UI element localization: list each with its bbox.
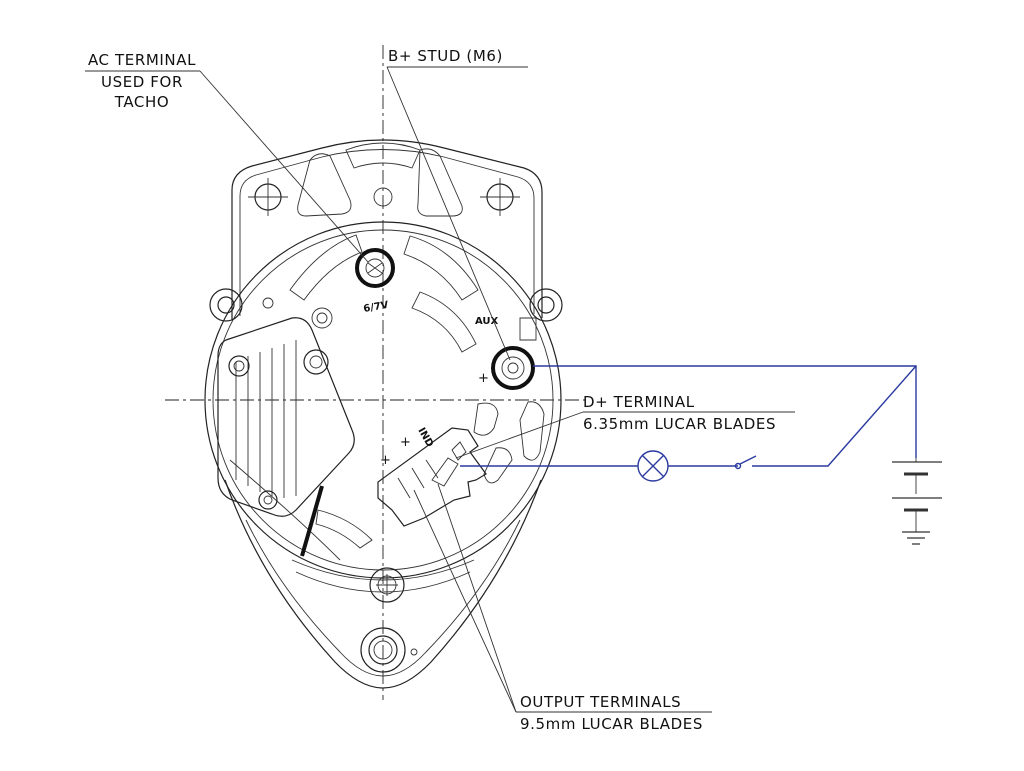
- ac-terminal-tacho: TACHO: [114, 93, 170, 111]
- d-plus-terminal-blades: 6.35mm LUCAR BLADES: [583, 415, 776, 433]
- battery-icon: [892, 458, 942, 532]
- switch: [734, 455, 757, 470]
- plus-sign-stud: +: [478, 371, 490, 386]
- d-plus-terminal-label: D+ TERMINAL: [583, 393, 695, 411]
- output-terminals-label: OUTPUT TERMINALS: [520, 693, 681, 711]
- plus-sign-block-2: +: [380, 453, 392, 468]
- plus-sign-block-1: +: [400, 435, 412, 450]
- regulator: [217, 317, 355, 557]
- lamp-icon: [637, 450, 669, 482]
- output-terminal-block: [377, 427, 487, 527]
- label-ac-terminal: AC TERMINAL USED FOR TACHO: [85, 51, 369, 263]
- output-terminals-blades: 9.5mm LUCAR BLADES: [520, 715, 703, 733]
- label-b-plus-stud: B+ STUD (M6): [386, 47, 528, 361]
- b-plus-stud-label: B+ STUD (M6): [388, 47, 503, 65]
- ac-terminal: [355, 248, 395, 288]
- ac-terminal-label: AC TERMINAL: [88, 51, 196, 69]
- ground-icon: [902, 531, 930, 545]
- centre-lines: [165, 45, 585, 700]
- external-wiring: [460, 365, 917, 482]
- b-plus-stud: [491, 346, 535, 390]
- marking-aux: AUX: [475, 316, 499, 327]
- alternator-body: [204, 139, 563, 689]
- marking-67v: 6/7V: [363, 300, 390, 315]
- label-output-terminals: OUTPUT TERMINALS 9.5mm LUCAR BLADES: [413, 483, 712, 733]
- ac-terminal-used-for: USED FOR: [101, 73, 183, 91]
- marking-ind: IND: [415, 426, 435, 449]
- wire-battery-to-switch: [752, 365, 917, 467]
- label-d-plus-terminal: D+ TERMINAL 6.35mm LUCAR BLADES: [455, 393, 795, 459]
